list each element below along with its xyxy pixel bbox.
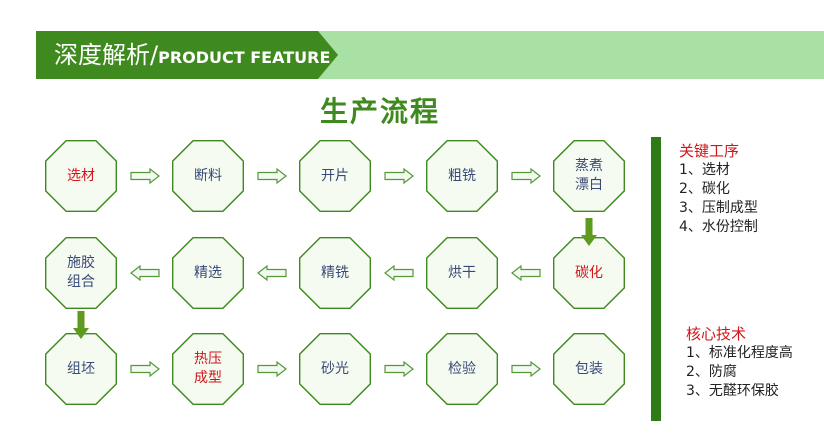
octagon-shape bbox=[172, 140, 244, 212]
process-step-label: 断料 bbox=[194, 167, 222, 184]
arrow-right-icon bbox=[510, 168, 541, 184]
core-tech-heading: 核心技术 bbox=[686, 325, 747, 343]
arrow-left-icon bbox=[129, 265, 160, 281]
core-tech-item: 1、标准化程度高 bbox=[686, 345, 793, 361]
process-step-label: 检验 bbox=[448, 360, 476, 377]
key-process-item: 3、压制成型 bbox=[679, 200, 758, 216]
process-step: 蒸煮 漂白 bbox=[553, 140, 625, 212]
process-step-label: 包装 bbox=[575, 360, 603, 377]
process-step: 断料 bbox=[172, 140, 244, 212]
arrow-right-icon bbox=[129, 361, 160, 377]
process-step: 包装 bbox=[553, 333, 625, 405]
arrow-right-icon bbox=[129, 168, 160, 184]
banner-title-en: PRODUCT FEATURE bbox=[158, 48, 331, 67]
octagon-shape bbox=[299, 140, 371, 212]
process-step: 砂光 bbox=[299, 333, 371, 405]
process-step-label: 砂光 bbox=[321, 360, 349, 377]
process-step-label: 开片 bbox=[321, 167, 349, 184]
arrow-right-icon bbox=[510, 361, 541, 377]
process-step-label: 烘干 bbox=[448, 264, 476, 281]
core-tech-item: 2、防腐 bbox=[686, 364, 737, 380]
core-tech-panel: 核心技术 1、标准化程度高 2、防腐 3、无醛环保胶 bbox=[686, 325, 793, 401]
process-step: 烘干 bbox=[426, 237, 498, 309]
octagon-shape bbox=[426, 140, 498, 212]
key-process-item: 1、选材 bbox=[679, 162, 730, 178]
octagon-shape bbox=[45, 140, 117, 212]
core-tech-item: 3、无醛环保胶 bbox=[686, 383, 779, 399]
arrow-left-icon bbox=[256, 265, 287, 281]
process-step: 碳化 bbox=[553, 237, 625, 309]
process-step-label: 施胶 组合 bbox=[67, 255, 95, 290]
banner-title: 深度解析/PRODUCT FEATURE bbox=[54, 31, 330, 79]
process-step: 选材 bbox=[45, 140, 117, 212]
key-process-item: 4、水份控制 bbox=[679, 219, 758, 235]
arrow-right-icon bbox=[256, 361, 287, 377]
arrow-left-icon bbox=[510, 265, 541, 281]
octagon-shape bbox=[426, 333, 498, 405]
octagon-shape bbox=[553, 333, 625, 405]
octagon-shape bbox=[45, 237, 117, 309]
banner-arrow bbox=[36, 31, 338, 79]
octagon-shape bbox=[426, 237, 498, 309]
arrow-down-icon bbox=[73, 311, 89, 339]
vertical-divider bbox=[651, 137, 661, 421]
process-step: 检验 bbox=[426, 333, 498, 405]
arrow-right-icon bbox=[256, 168, 287, 184]
process-step-label: 精铣 bbox=[321, 264, 349, 281]
process-step: 组坯 bbox=[45, 333, 117, 405]
process-step: 热压 成型 bbox=[172, 333, 244, 405]
octagon-shape bbox=[553, 237, 625, 309]
octagon-shape bbox=[172, 333, 244, 405]
process-step-label: 粗铣 bbox=[448, 167, 476, 184]
octagon-shape bbox=[172, 237, 244, 309]
key-processes-panel: 关键工序 1、选材 2、碳化 3、压制成型 4、水份控制 bbox=[679, 142, 758, 237]
process-step-label: 蒸煮 漂白 bbox=[575, 158, 603, 193]
process-step-label: 热压 成型 bbox=[194, 351, 222, 386]
process-step-label: 选材 bbox=[67, 167, 95, 184]
process-step: 开片 bbox=[299, 140, 371, 212]
process-step-label: 精选 bbox=[194, 264, 222, 281]
arrow-left-icon bbox=[383, 265, 414, 281]
octagon-shape bbox=[299, 237, 371, 309]
arrow-down-icon bbox=[581, 218, 597, 246]
banner-title-cn: 深度解析/ bbox=[54, 41, 159, 69]
octagon-shape bbox=[553, 140, 625, 212]
process-step-label: 组坯 bbox=[67, 360, 95, 377]
process-step: 粗铣 bbox=[426, 140, 498, 212]
arrow-right-icon bbox=[383, 168, 414, 184]
page-title: 生产流程 bbox=[319, 95, 440, 128]
key-process-item: 2、碳化 bbox=[679, 181, 730, 197]
octagon-shape bbox=[45, 333, 117, 405]
process-step: 精选 bbox=[172, 237, 244, 309]
process-step: 精铣 bbox=[299, 237, 371, 309]
arrow-right-icon bbox=[383, 361, 414, 377]
key-processes-heading: 关键工序 bbox=[679, 142, 740, 160]
process-step: 施胶 组合 bbox=[45, 237, 117, 309]
octagon-shape bbox=[299, 333, 371, 405]
process-step-label: 碳化 bbox=[575, 264, 603, 281]
